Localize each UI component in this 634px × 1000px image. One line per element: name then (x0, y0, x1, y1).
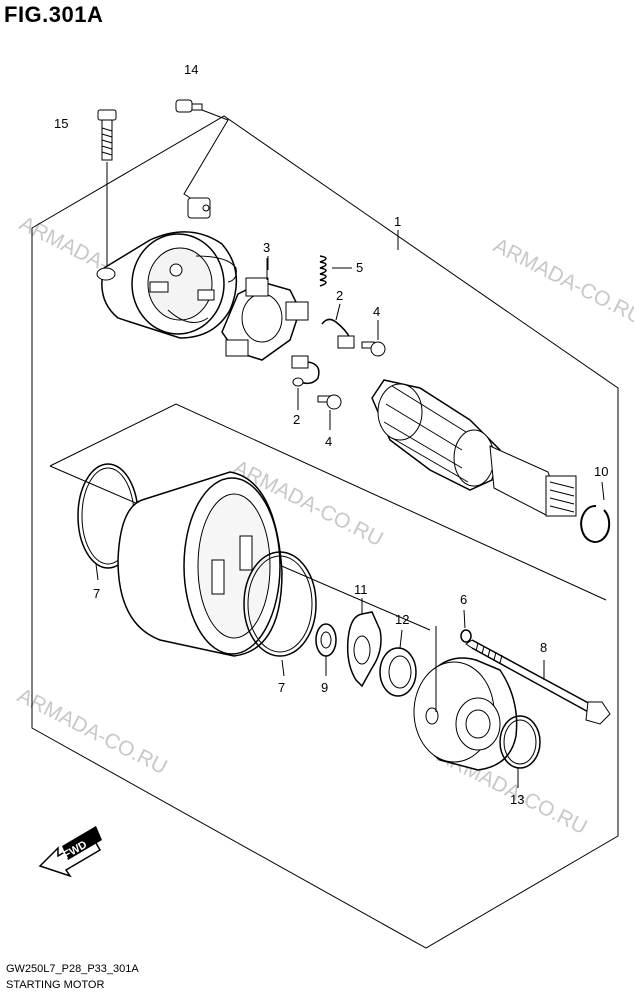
screw-14 (175, 99, 229, 205)
watermark-4: ARMADA-CO.RU (14, 684, 171, 779)
fwd-arrow-icon: FWD (38, 826, 102, 878)
washer-9 (315, 623, 337, 676)
front-housing (413, 626, 518, 771)
callouts: 15 14 1 3 5 2 4 2 4 10 7 7 11 12 6 8 9 1… (54, 62, 608, 807)
callout-4-lower: 4 (325, 434, 332, 449)
callout-5: 5 (356, 260, 363, 275)
circlip-10 (580, 481, 611, 543)
long-bolt-8 (465, 639, 611, 725)
brush-holder-3 (221, 258, 309, 361)
figure-code: GW250L7_P28_P33_301A (6, 963, 139, 975)
callout-7-right: 7 (278, 680, 285, 695)
o-ring-7-right (243, 551, 317, 677)
assembly-boundary (31, 115, 619, 949)
figure-subtitle: STARTING MOTOR (6, 979, 105, 991)
screw-4-upper (361, 320, 386, 357)
callout-14: 14 (184, 62, 198, 77)
callout-1: 1 (394, 214, 401, 229)
armature (371, 379, 577, 517)
callout-12: 12 (395, 612, 409, 627)
callout-4-upper: 4 (373, 304, 380, 319)
callout-2-lower: 2 (293, 412, 300, 427)
figure-title: FIG.301A (4, 2, 104, 27)
o-ring-6 (460, 609, 472, 643)
brush-2-upper (321, 303, 355, 349)
yoke (117, 471, 283, 657)
callout-3: 3 (263, 240, 270, 255)
rear-housing (96, 197, 238, 339)
callout-10: 10 (594, 464, 608, 479)
brush-2-lower (291, 355, 320, 410)
lock-washer-11 (346, 598, 382, 688)
screw-4-lower (317, 394, 342, 430)
o-ring-13 (499, 715, 541, 788)
callout-11: 11 (354, 582, 368, 597)
spring-5 (319, 255, 352, 287)
callout-9: 9 (321, 680, 328, 695)
callout-2-upper: 2 (336, 288, 343, 303)
bolt-15 (97, 109, 117, 272)
callout-6: 6 (460, 592, 467, 607)
callout-7-left: 7 (93, 586, 100, 601)
inner-boundary (49, 403, 607, 601)
callout-8: 8 (540, 640, 547, 655)
callout-15: 15 (54, 116, 68, 131)
oil-seal-12 (379, 629, 417, 697)
callout-13: 13 (510, 792, 524, 807)
